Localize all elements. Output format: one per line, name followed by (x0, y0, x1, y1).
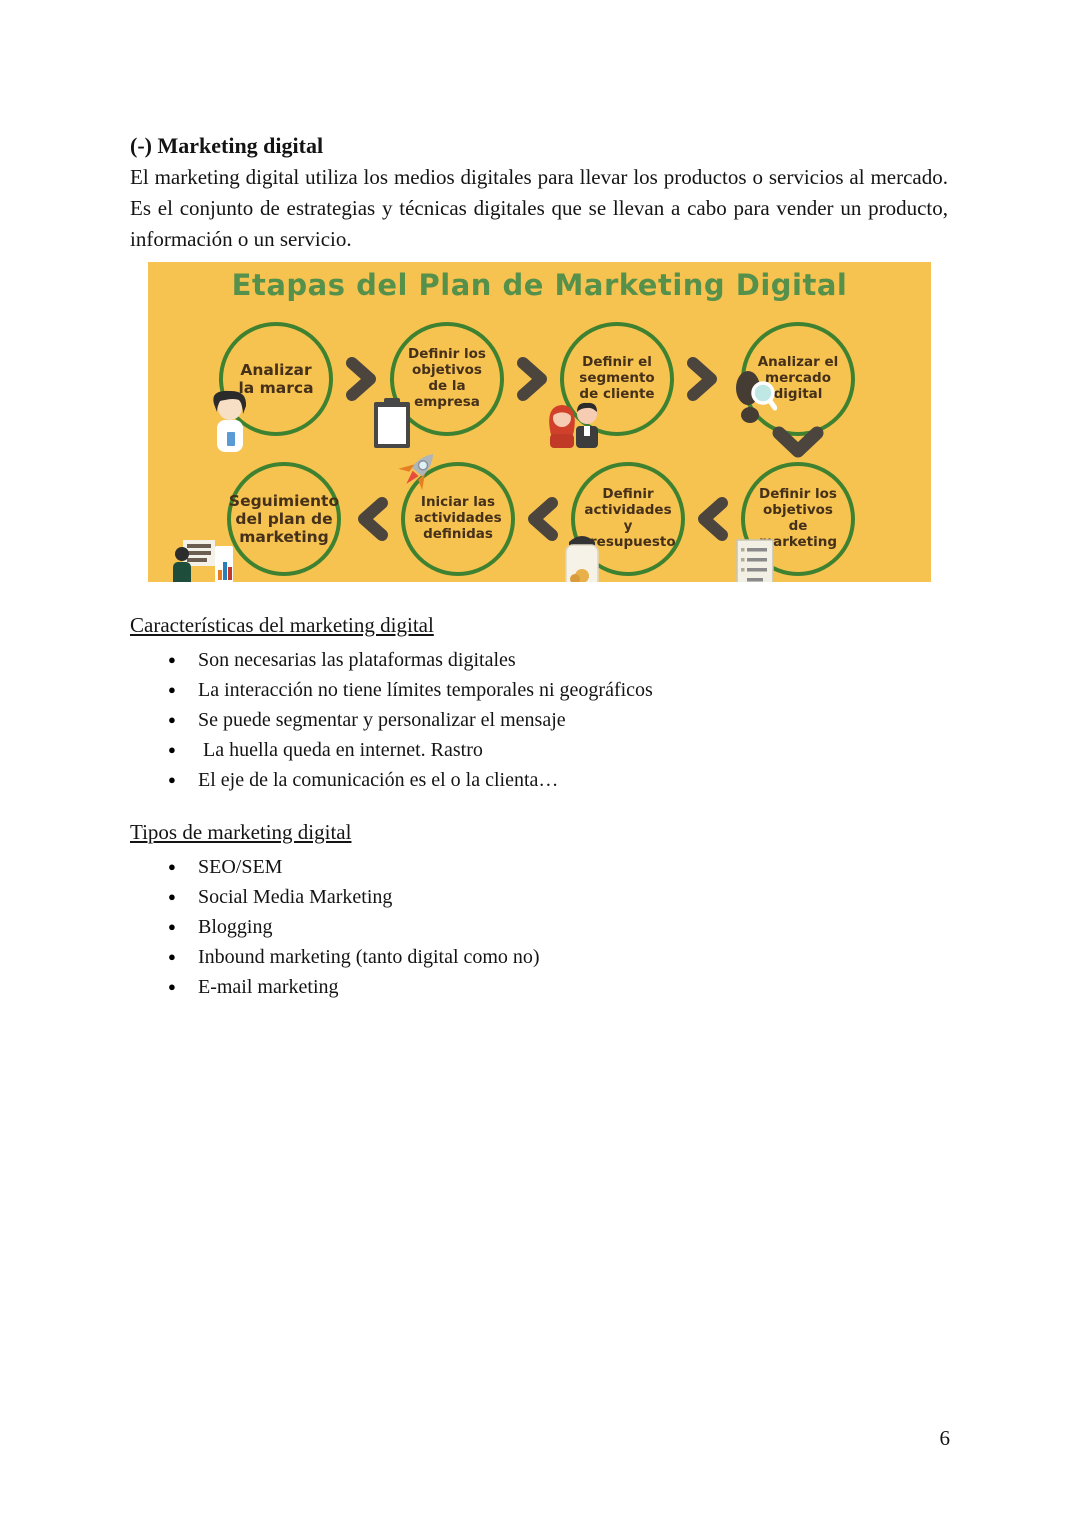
stage-label: Iniciar las actividades definidas (414, 494, 502, 542)
stage-circle: Analizar la marca (219, 322, 333, 436)
list-item: E-mail marketing (130, 972, 948, 1002)
stage-circle: Definir el segmento de cliente (560, 322, 674, 436)
stage-analizar-mercado-digital: Analizar el mercado digital (736, 322, 855, 436)
stage-definir-segmento-cliente: Definir el segmento de cliente (549, 322, 674, 448)
clipboard-icon (374, 398, 410, 448)
stage-circle: Seguimiento del plan de marketing (227, 462, 341, 576)
stage-circle: Definir los objetivos de marketing (741, 462, 855, 576)
list-item: Blogging (130, 912, 948, 942)
stage-definir-objetivos-empresa: Definir los objetivos de la empresa (374, 322, 504, 448)
section-tipos: Tipos de marketing digital SEO/SEM Socia… (130, 819, 948, 1002)
stage-label: Definir los objetivos de la empresa (408, 346, 486, 410)
section-title: Tipos de marketing digital (130, 820, 352, 844)
jar-icon (565, 536, 599, 582)
stage-label: Definir los objetivos de marketing (759, 486, 837, 550)
stage-circle: Iniciar las actividades definidas (401, 462, 515, 576)
chevron-right-icon (346, 357, 376, 401)
list-item: Son necesarias las plataformas digitales (130, 645, 948, 675)
presentation-chart-icon (173, 540, 233, 582)
list-item: El eje de la comunicación es el o la cli… (130, 765, 948, 795)
chevron-left-icon (698, 497, 728, 541)
footprint-magnifier-icon (736, 371, 777, 423)
intro-paragraph: El marketing digital utiliza los medios … (130, 165, 948, 251)
stage-iniciar-actividades: Iniciar las actividades definidas (398, 454, 515, 576)
infographic-image: Etapas del Plan de Marketing Digital Ana… (148, 262, 931, 582)
list-item: La interacción no tiene límites temporal… (130, 675, 948, 705)
stage-label: Definir actividades y presupuesto (580, 486, 676, 550)
person-icon (213, 390, 247, 452)
stage-analizar-la-marca: Analizar la marca (213, 322, 333, 452)
couple-icon (549, 402, 598, 448)
rocket-icon (398, 454, 434, 491)
notepad-icon (736, 539, 774, 582)
list-item: SEO/SEM (130, 852, 948, 882)
chevron-left-icon (528, 497, 558, 541)
stage-definir-actividades-presupuesto: Definir actividades y presupuesto (565, 462, 685, 582)
list-item: La huella queda en internet. Rastro (130, 735, 948, 765)
bullet-list: SEO/SEM Social Media Marketing Blogging … (130, 852, 948, 1002)
stage-label: Definir el segmento de cliente (579, 354, 655, 402)
chevron-down-icon (772, 426, 824, 458)
list-item: Social Media Marketing (130, 882, 948, 912)
page-title: (-) Marketing digital (130, 133, 324, 158)
stage-label: Analizar la marca (238, 360, 314, 397)
stage-seguimiento-plan-marketing: Seguimiento del plan de marketing (173, 462, 341, 582)
stage-circle: Definir los objetivos de la empresa (390, 322, 504, 436)
stage-circle: Definir actividades y presupuesto (571, 462, 685, 576)
chevron-left-icon (358, 497, 388, 541)
stage-label: Seguimiento del plan de marketing (228, 491, 340, 547)
section-caracteristicas: Características del marketing digital So… (130, 612, 948, 795)
section-title: Características del marketing digital (130, 613, 434, 637)
bullet-list: Son necesarias las plataformas digitales… (130, 645, 948, 795)
list-item: Inbound marketing (tanto digital como no… (130, 942, 948, 972)
document-content: (-) Marketing digital El marketing digit… (130, 133, 948, 1002)
stage-definir-objetivos-marketing: Definir los objetivos de marketing (736, 462, 855, 582)
page-number: 6 (939, 1426, 951, 1450)
list-item: Se puede segmentar y personalizar el men… (130, 705, 948, 735)
stage-label: Analizar el mercado digital (757, 354, 839, 402)
infographic-title: Etapas del Plan de Marketing Digital (231, 268, 848, 302)
chevron-right-icon (517, 357, 547, 401)
chevron-right-icon (687, 357, 717, 401)
